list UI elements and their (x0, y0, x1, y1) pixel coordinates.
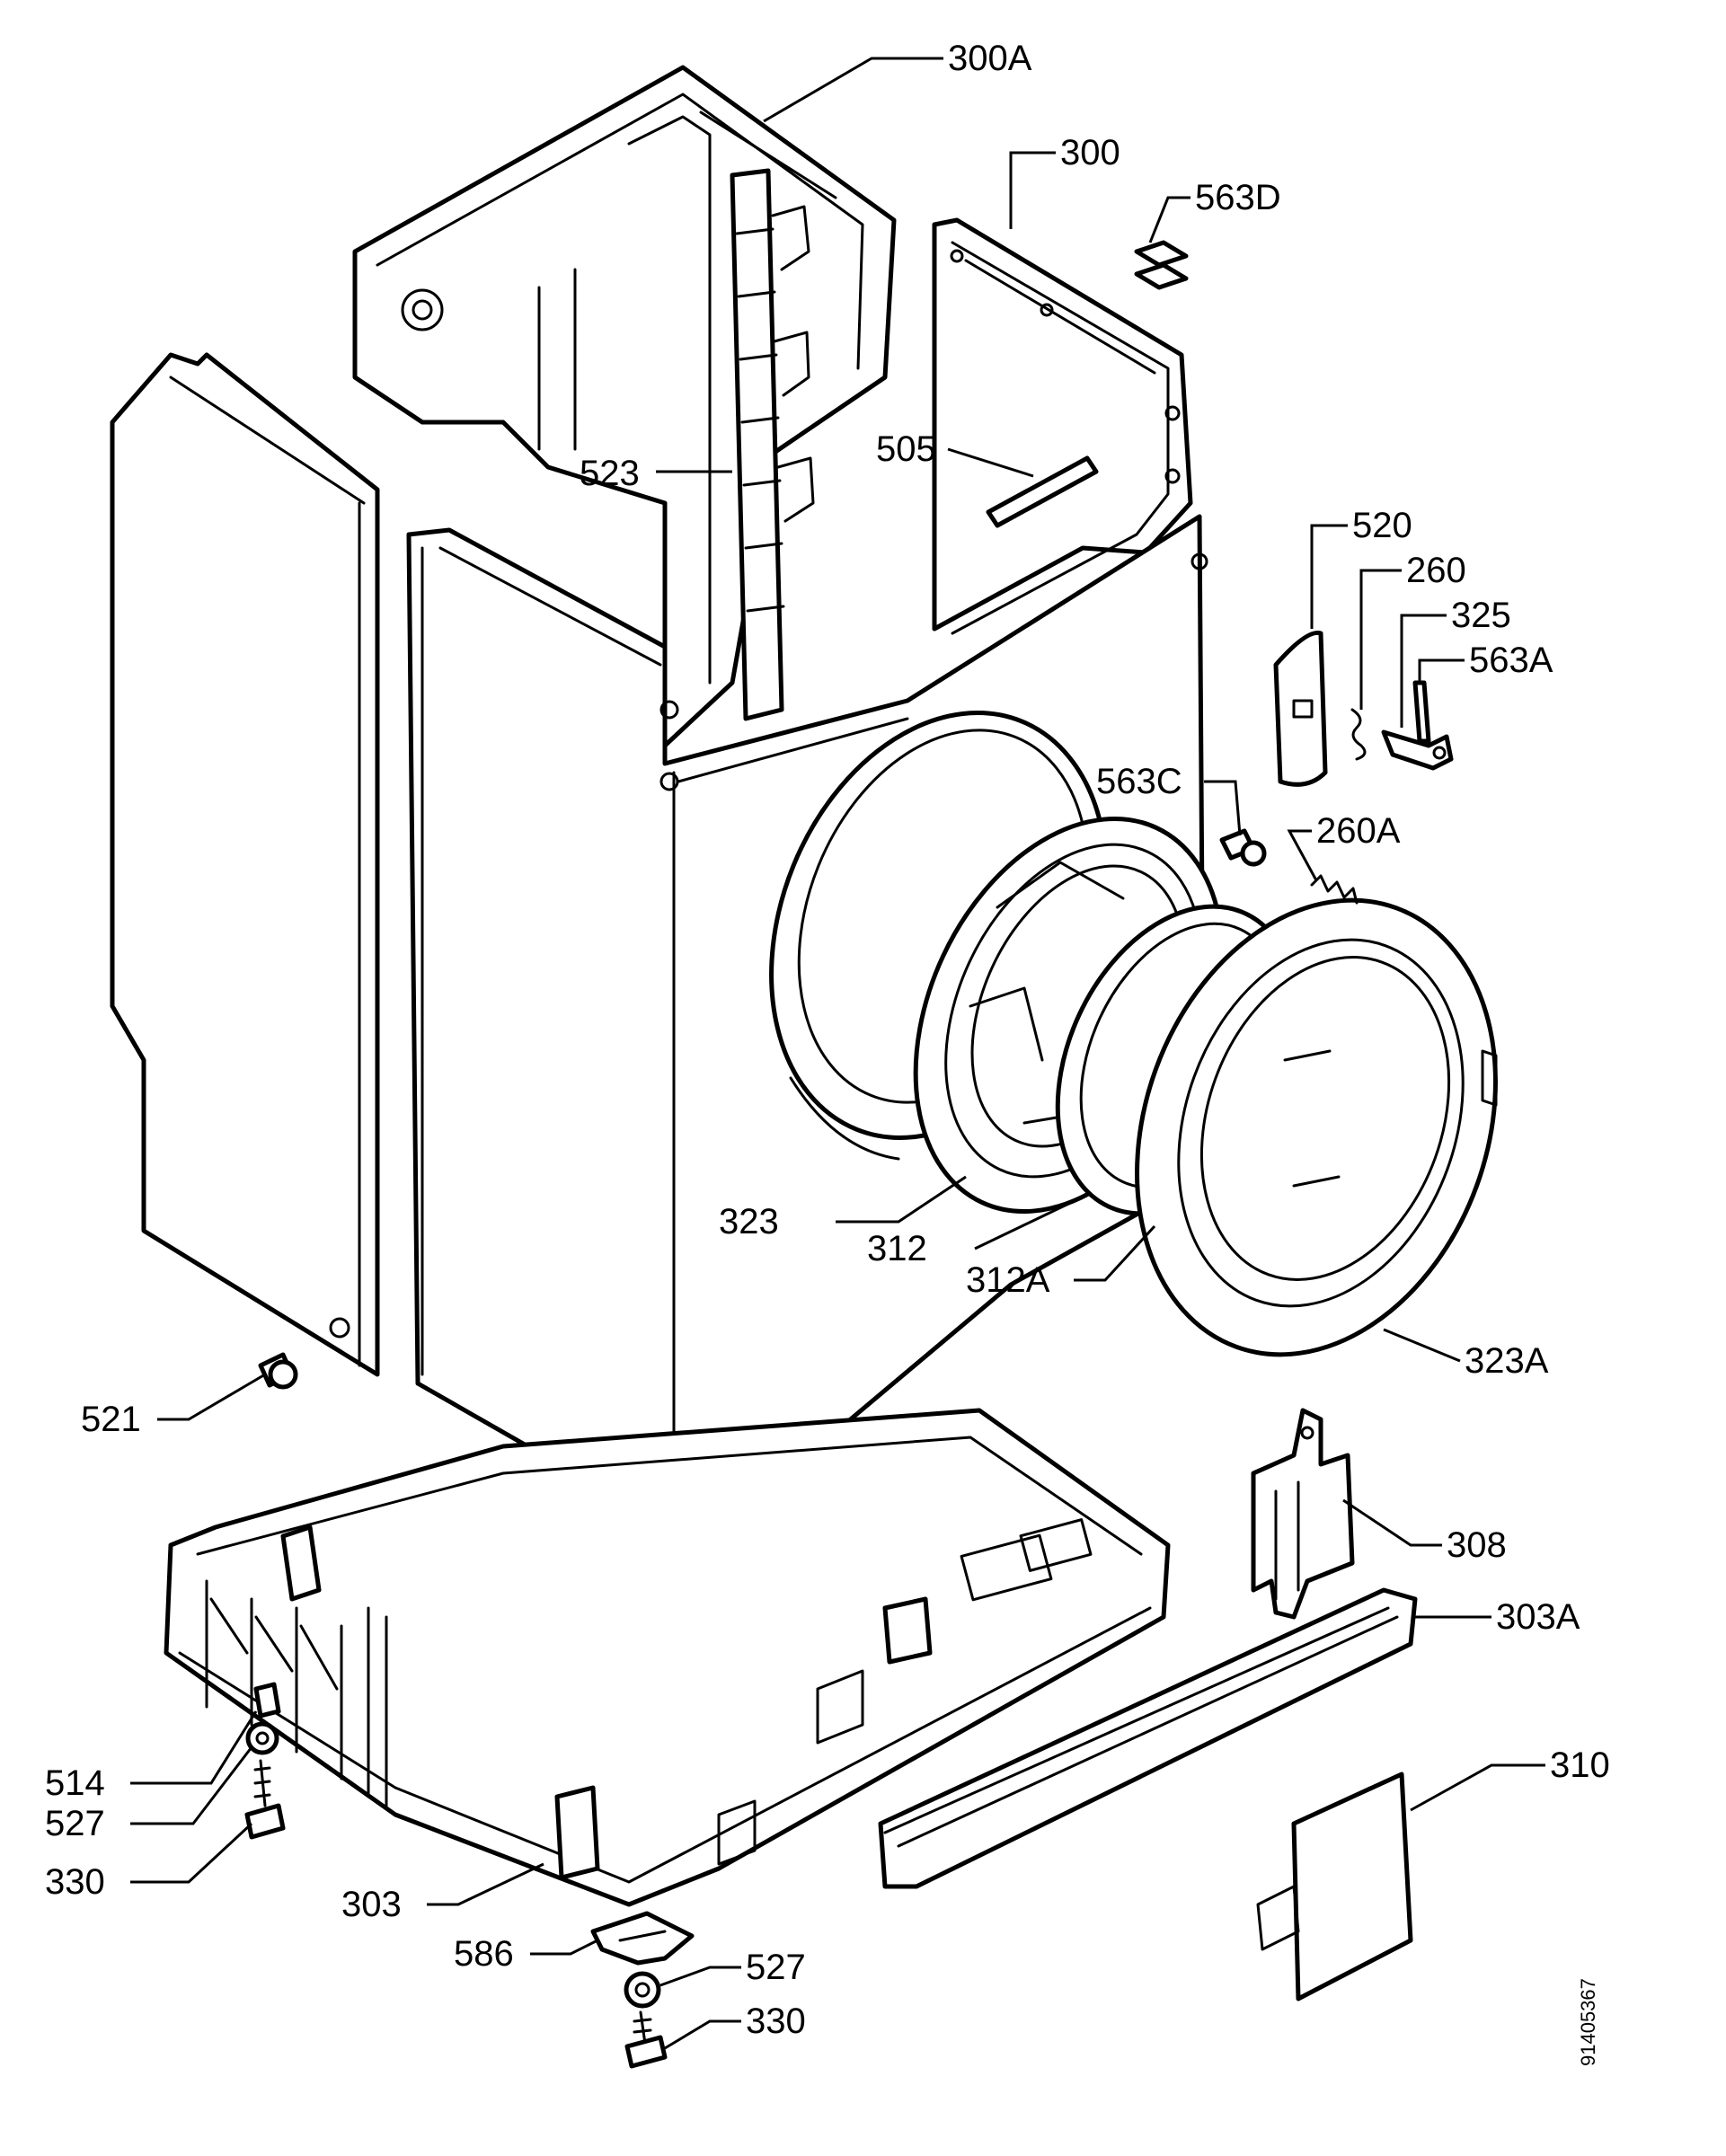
leader-325 (1400, 614, 1447, 728)
label-323A: 323A (1465, 1341, 1549, 1381)
screw-521 (258, 1352, 298, 1390)
label-563C: 563C (1096, 762, 1182, 801)
leader-330-left (130, 1822, 253, 1884)
leader-260A (1287, 829, 1318, 881)
front-plinth-303A (878, 1587, 1418, 1889)
label-303A: 303A (1496, 1597, 1580, 1637)
label-325: 325 (1451, 596, 1511, 635)
part-labels: 300A 300 563D 505 523 520 260 325 563A 5… (45, 39, 1610, 2041)
leader-521 (157, 1373, 266, 1421)
label-300A: 300A (948, 39, 1032, 78)
leader-563C (1204, 780, 1242, 836)
leader-527-bottom (659, 1966, 741, 1987)
label-563D: 563D (1195, 178, 1281, 217)
spring-260A (1310, 874, 1359, 905)
leader-323 (836, 1175, 967, 1224)
label-310: 310 (1550, 1745, 1610, 1785)
label-586: 586 (454, 1934, 514, 1974)
leader-563A (1418, 658, 1465, 683)
left-side-panel (110, 352, 380, 1377)
rear-strip-523 (730, 168, 815, 721)
leader-527-left (130, 1746, 253, 1825)
leader-323A (1383, 1328, 1461, 1363)
label-330-bottom: 330 (746, 2001, 806, 2041)
left-foot-assembly (244, 1682, 286, 1840)
leader-lines (130, 57, 1545, 2050)
label-308: 308 (1447, 1525, 1507, 1565)
label-514: 514 (45, 1763, 105, 1803)
leader-310 (1410, 1763, 1545, 1812)
latch-325 (1381, 729, 1454, 771)
base-frame-303 (164, 1408, 1171, 1907)
flap-310 (1256, 1772, 1413, 2001)
document-number: 91405367 (1577, 1978, 1599, 2066)
leader-514 (130, 1710, 258, 1785)
label-521: 521 (81, 1400, 141, 1439)
leader-520 (1310, 524, 1348, 629)
label-330-left: 330 (45, 1862, 105, 1902)
bottom-foot-assembly (590, 1911, 695, 2069)
leader-312A (1074, 1224, 1156, 1282)
label-563A: 563A (1469, 641, 1553, 680)
label-505: 505 (876, 429, 936, 469)
spring-260 (1350, 708, 1367, 761)
leader-586 (530, 1939, 598, 1956)
leader-260 (1359, 569, 1402, 710)
rod-505 (986, 455, 1099, 528)
label-527-bottom: 527 (746, 1948, 806, 1987)
leader-300 (1009, 151, 1056, 229)
door-handle-520 (1273, 630, 1328, 787)
label-260: 260 (1406, 551, 1466, 590)
leader-303 (427, 1862, 544, 1906)
leader-300A (763, 57, 943, 123)
leader-505 (947, 447, 1034, 478)
label-312A: 312A (966, 1260, 1050, 1300)
door-323A (1135, 897, 1498, 1357)
leader-563D (1148, 196, 1190, 243)
label-303: 303 (341, 1885, 402, 1924)
pin-563A (1412, 680, 1431, 744)
leader-308 (1342, 1498, 1442, 1547)
label-520: 520 (1352, 506, 1412, 545)
label-323: 323 (719, 1202, 779, 1241)
screw-563C (1219, 828, 1267, 867)
clip-563D (1134, 240, 1189, 290)
label-300: 300 (1060, 133, 1120, 172)
hinge-308 (1251, 1408, 1355, 1620)
label-260A: 260A (1316, 811, 1401, 851)
label-312: 312 (867, 1229, 927, 1268)
label-527-left: 527 (45, 1804, 105, 1843)
leader-312 (974, 1193, 1088, 1250)
label-523: 523 (580, 454, 640, 493)
leader-330-bottom (664, 2019, 741, 2050)
